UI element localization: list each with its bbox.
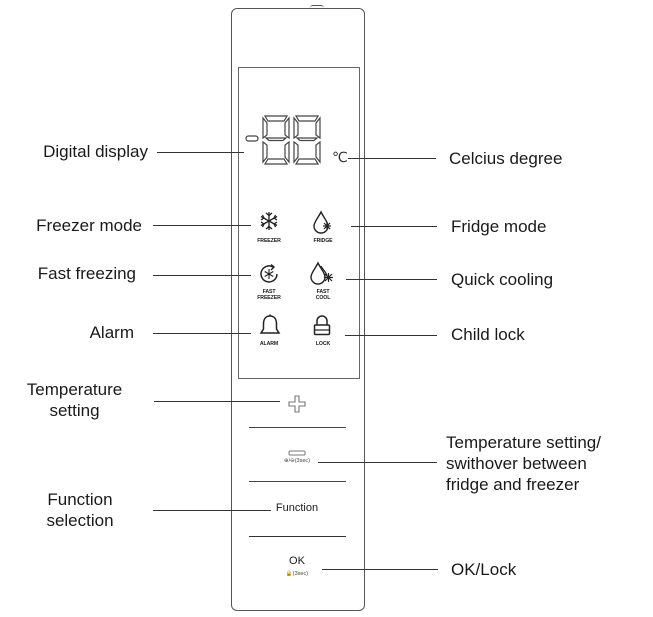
callout-fridge-mode: Fridge mode — [451, 217, 547, 236]
digit-2 — [293, 115, 321, 165]
leader-celcius-degree — [348, 158, 436, 159]
fridge-drop-icon — [313, 210, 331, 234]
callout-function-selection: Function selection — [46, 490, 114, 530]
callout-freezer-mode: Freezer mode — [36, 216, 142, 235]
leader-temperature-setting — [154, 401, 280, 402]
leader-ok-lock — [322, 569, 438, 570]
lock-label: LOCK — [315, 341, 331, 347]
digit-1 — [262, 115, 290, 165]
leader-temperature-switchover — [318, 462, 437, 463]
digital-display-digits — [245, 115, 321, 165]
minus-icon[interactable] — [288, 450, 306, 456]
fast-cool-icon — [310, 261, 333, 285]
divider-1 — [249, 427, 346, 428]
display-area — [238, 67, 360, 379]
fast-freezer-icon — [260, 263, 278, 283]
callout-ok-lock: OK/Lock — [451, 560, 517, 579]
freezer-snowflake-icon — [260, 212, 278, 230]
function-button[interactable]: Function — [275, 502, 319, 514]
celsius-symbol: ℃ — [332, 149, 348, 165]
plus-icon[interactable] — [287, 394, 307, 414]
leader-quick-cooling — [346, 279, 437, 280]
leader-fridge-mode — [351, 226, 437, 227]
callout-temperature-setting: Temperature setting — [26, 380, 123, 420]
callout-alarm: Alarm — [89, 323, 134, 342]
leader-digital-display — [157, 152, 244, 153]
divider-2 — [249, 481, 346, 482]
fast-freezer-label: FAST FREEZER — [257, 289, 281, 301]
leader-fast-freezing — [153, 275, 251, 276]
callout-temperature-switchover: Temperature setting/ swithover between f… — [446, 433, 601, 494]
panel-notch — [310, 5, 324, 10]
fridge-label: FRIDGE — [313, 238, 333, 244]
callout-child-lock: Child lock — [451, 325, 525, 344]
alarm-label: ALARM — [259, 341, 279, 347]
minus-segment — [245, 135, 259, 142]
callout-fast-freezing: Fast freezing — [37, 264, 136, 283]
divider-3 — [249, 536, 346, 537]
ok-button[interactable]: OK — [289, 555, 305, 567]
leader-child-lock — [345, 335, 437, 336]
leader-freezer-mode — [153, 225, 251, 226]
freezer-label: FREEZER — [257, 238, 281, 244]
leader-alarm — [153, 333, 251, 334]
minus-sub-label: ⊕/⊖(3sec) — [283, 458, 311, 464]
lock-icon — [313, 315, 331, 336]
ok-sub-label: 🔒(3sec) — [285, 571, 309, 577]
callout-digital-display: Digital display — [43, 142, 148, 161]
fast-cool-label: FAST COOL — [315, 289, 331, 301]
leader-function-selection — [153, 510, 271, 511]
alarm-bell-icon — [259, 314, 281, 334]
callout-quick-cooling: Quick cooling — [451, 270, 554, 289]
callout-celcius-degree: Celcius degree — [449, 149, 563, 168]
